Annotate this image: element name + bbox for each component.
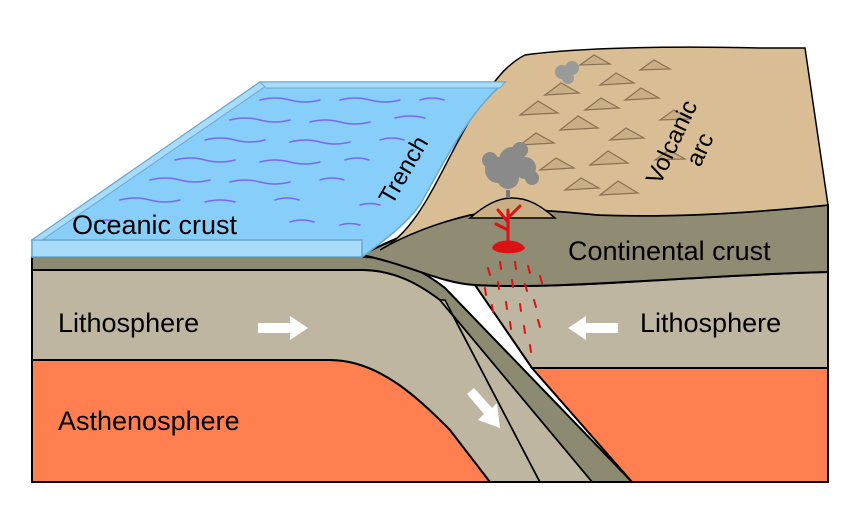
asthenosphere-layer (31, 359, 829, 483)
label-oceanic-crust: Oceanic crust (72, 210, 238, 240)
ash-plume-icon (482, 142, 539, 189)
motion-arrows (258, 316, 618, 428)
label-asthenosphere: Asthenosphere (58, 406, 240, 436)
distant-plume-icon (555, 61, 579, 84)
label-lithosphere-right: Lithosphere (640, 308, 781, 338)
magma-conduit (494, 204, 522, 247)
ocean-waves (94, 97, 445, 226)
label-lithosphere-left: Lithosphere (58, 308, 199, 338)
magma-droplets (484, 261, 543, 353)
ocean-water (30, 81, 508, 258)
label-continental-crust: Continental crust (568, 236, 771, 266)
volcano-cone (467, 197, 558, 219)
lithosphere-left-arrow (258, 316, 308, 340)
volcanic-arc-ridges (518, 54, 693, 196)
lithosphere-right-arrow (568, 316, 618, 340)
ocean-water-top (31, 81, 508, 258)
ocean-water-back-edge (258, 81, 507, 89)
subduction-arrow (467, 388, 500, 428)
magma-chamber (492, 240, 525, 254)
ocean-water-front (31, 239, 363, 258)
volcano (467, 61, 579, 353)
